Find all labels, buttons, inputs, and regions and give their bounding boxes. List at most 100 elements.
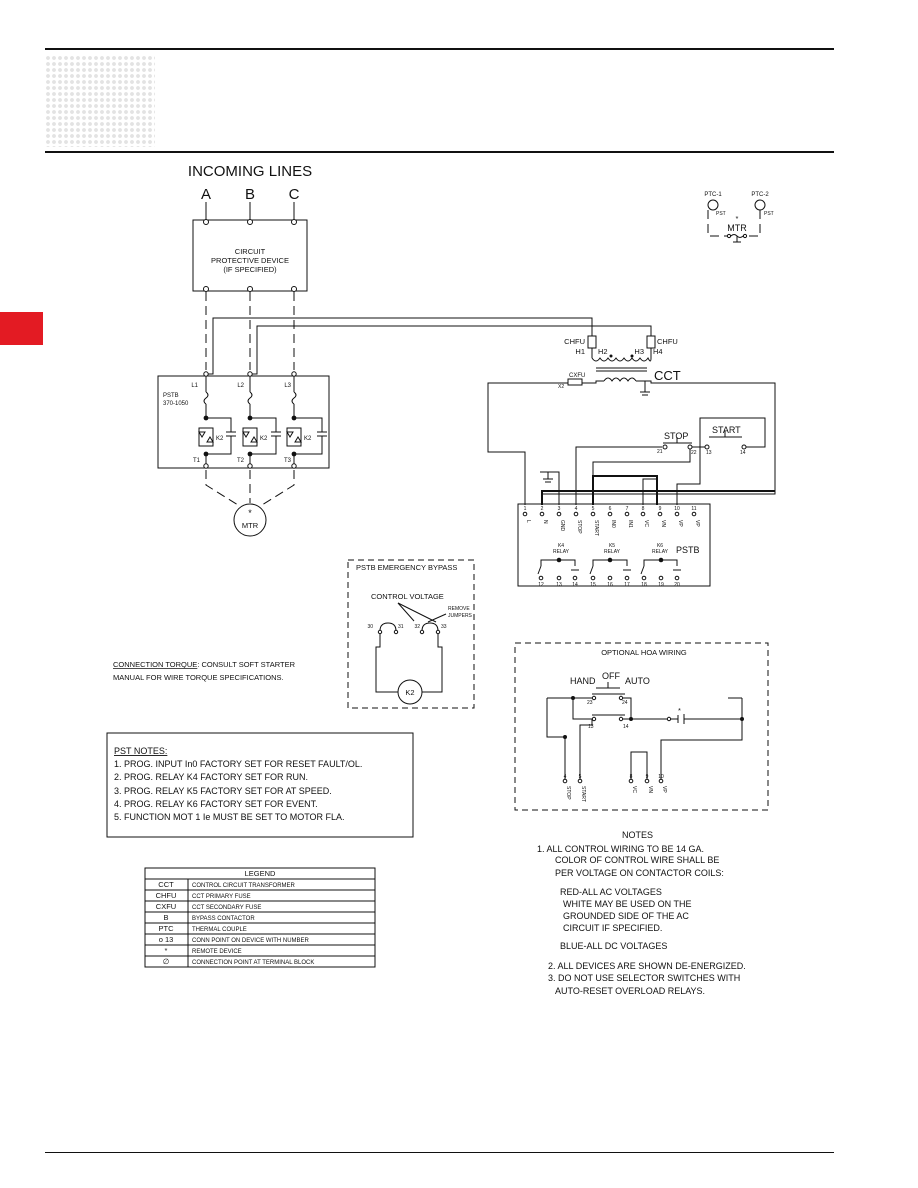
pstb-power-box — [157, 375, 330, 469]
pstb-terminal-number: 8 — [642, 506, 645, 512]
legend-symbol: CXFU — [156, 902, 176, 911]
chfu-left-label: CHFU — [564, 337, 585, 346]
pstb-terminal-2 — [539, 511, 545, 517]
cpd-text-3: (IF SPECIFIED) — [223, 265, 277, 274]
term-l3: L3 — [284, 383, 291, 389]
pst-notes-title: PST NOTES: — [114, 746, 167, 756]
pstb-terminal-11 — [691, 511, 697, 517]
bypass-term-30: 30 — [367, 624, 373, 630]
legend-symbol: * — [165, 946, 168, 955]
relay-terminal-number: 16 — [607, 582, 613, 588]
cct-secondary-ground — [640, 381, 650, 396]
pstb-phase-circuits: K2 K2 K2 — [198, 371, 327, 469]
legend-description: REMOTE DEVICE — [192, 949, 242, 955]
motor-label: MTR — [242, 521, 259, 530]
relay-terminal — [590, 575, 596, 581]
hoa-auto: AUTO — [625, 676, 650, 686]
relay-terminal — [607, 575, 613, 581]
bypass-coil-k2: K2 — [405, 688, 414, 697]
pst-note-1: 1. PROG. INPUT In0 FACTORY SET FOR RESET… — [114, 759, 362, 769]
legend-description: CONTROL CIRCUIT TRANSFORMER — [192, 883, 296, 889]
chfu-right-fuse — [646, 335, 656, 358]
pstb-control-block — [517, 503, 711, 587]
pstb-terminal-label: L — [525, 520, 531, 523]
torque-line-2: MANUAL FOR WIRE TORQUE SPECIFICATIONS. — [113, 673, 284, 682]
relay-nc-contact — [589, 565, 594, 575]
hoa-term-14: 14 — [623, 724, 629, 730]
note-line-7: CIRCUIT IF SPECIFIED. — [563, 923, 662, 933]
relay-common-bus — [643, 559, 678, 566]
pstb-terminal-3 — [556, 511, 562, 517]
term-t2: T2 — [237, 458, 245, 464]
pstb-terminal-number: 1 — [524, 506, 527, 512]
cct-label: CCT — [654, 368, 681, 383]
note-line-8: BLUE-ALL DC VOLTAGES — [560, 941, 667, 951]
pstb-terminal-number: 10 — [674, 506, 680, 512]
hoa-terminal-number: 10 — [658, 774, 664, 780]
pstb-terminal-label: IN0 — [610, 520, 616, 528]
header-dot-pattern — [45, 55, 155, 147]
pstb-terminal-6 — [607, 511, 613, 517]
pstb-top-terminals: 1L2N3GND4STOP5START6IN07IN18VC9VN10VP11V… — [522, 506, 700, 536]
relay-terminal-number: 15 — [590, 582, 596, 588]
note-line-5: WHITE MAY BE USED ON THE — [563, 899, 692, 909]
pstb-block-label: PSTB — [676, 545, 700, 555]
stop-label: STOP — [664, 431, 688, 441]
bypass-control-voltage: CONTROL VOLTAGE — [371, 592, 444, 601]
hoa-term-23: 23 — [587, 700, 593, 706]
ptc-sensor-group — [707, 199, 766, 243]
hoa-terminal — [628, 778, 634, 784]
pstb-terminal-label: VC — [643, 520, 649, 527]
cct-primary-feed-wires — [206, 317, 652, 375]
tap-h1: H1 — [575, 347, 585, 356]
relay-terminal — [641, 575, 647, 581]
phase-a-label: A — [201, 186, 211, 203]
relay-name: K4 — [558, 543, 564, 549]
relay-terminal — [658, 575, 664, 581]
pstb-terminal-label: VP — [677, 520, 683, 527]
relay-terminal — [624, 575, 630, 581]
note-line-3: PER VOLTAGE ON CONTACTOR COILS: — [555, 868, 724, 878]
hoa-terminal-label: START — [580, 786, 586, 802]
hoa-hand: HAND — [570, 676, 596, 686]
relay-terminal — [572, 575, 578, 581]
pst-note-5: 5. FUNCTION MOT 1 Ie MUST BE SET TO MOTO… — [114, 812, 345, 822]
legend-description: CONNECTION POINT AT TERMINAL BLOCK — [192, 960, 314, 966]
pstb-terminal-10 — [674, 511, 680, 517]
legend-title: LEGEND — [245, 869, 276, 878]
relay-nc-contact — [640, 565, 645, 575]
pstb-terminal-number: 4 — [575, 506, 578, 512]
hoa-terminal-label: VP — [661, 786, 667, 793]
bypass-remove-2: JUMPERS — [448, 613, 473, 619]
svg-text:K2: K2 — [260, 436, 268, 442]
ptc-star: * — [736, 214, 739, 223]
ptc-1-pst: PST — [716, 211, 726, 217]
hoa-box — [514, 642, 769, 811]
header-top-rule — [45, 48, 834, 50]
pstb-terminal-label: IN1 — [627, 520, 633, 528]
hoa-terminal — [562, 778, 568, 784]
term-t1: T1 — [193, 458, 201, 464]
control-wires-bold — [541, 475, 775, 505]
legend-description: CCT PRIMARY FUSE — [192, 894, 251, 900]
hoa-terminal-number: 8 — [630, 774, 633, 780]
cpd-text-2: PROTECTIVE DEVICE — [211, 256, 289, 265]
pstb-label: PSTB — [163, 393, 179, 399]
notes-title: NOTES — [622, 830, 653, 840]
pst-note-3: 3. PROG. RELAY K5 FACTORY SET FOR AT SPE… — [114, 786, 332, 796]
note-line-4: RED-ALL AC VOLTAGES — [560, 887, 662, 897]
incoming-phase-wires — [205, 202, 295, 222]
relay-word: RELAY — [604, 549, 621, 555]
relay-name: K5 — [609, 543, 615, 549]
pstb-terminal-label: N — [542, 520, 548, 524]
note-line-6: GROUNDED SIDE OF THE AC — [563, 911, 689, 921]
cct-windings — [591, 354, 652, 382]
hoa-term-13: 13 — [588, 724, 594, 730]
hoa-off: OFF — [602, 671, 620, 681]
relay-common-bus — [592, 559, 628, 566]
relay-terminal-number: 19 — [658, 582, 664, 588]
hoa-terminal-label: VN — [647, 786, 653, 793]
pstb-terminal-9 — [657, 511, 663, 517]
